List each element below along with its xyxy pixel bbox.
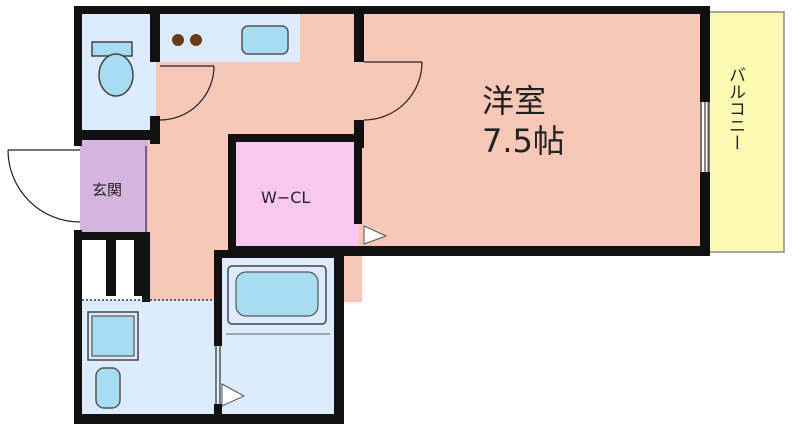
stove-burner [190,34,202,46]
bathtub-basin [235,271,319,317]
toilet-bowl [98,53,134,97]
shoe-cabinet-door [90,247,106,291]
washroom-door-frame [215,346,221,404]
walls [74,6,710,424]
western-room-name: 洋室 [482,82,546,120]
entrance-floor [80,140,148,234]
entrance-label: 玄関 [92,181,122,199]
western-room-floor [362,12,702,252]
balcony-floor [707,11,785,253]
closet-floor [234,140,358,248]
shoe-cabinet-door [116,247,134,291]
closet-label: W−CL [261,188,310,207]
washing-machine-drum [91,315,135,357]
kitchen-sink [241,25,289,55]
washroom-door-marker [221,383,246,407]
wash-basin [95,367,121,409]
doors [7,61,423,223]
balcony-label: バルコニー [725,66,745,151]
western-room-size: 7.5帖 [482,122,565,160]
closet-door-marker [363,225,388,245]
stove-burner [172,34,184,46]
balcony-window [700,102,710,172]
